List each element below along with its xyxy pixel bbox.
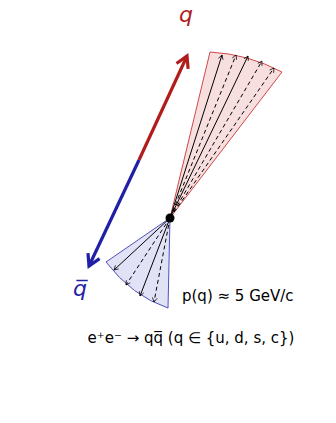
quark-label: q — [179, 2, 193, 28]
jet-tracks — [114, 218, 170, 302]
antiquark-arrow — [89, 160, 139, 266]
antiquark-label-anchor: q̅ — [73, 276, 87, 302]
momentum-label: p(q) ≈ 5 GeV/c — [182, 287, 294, 305]
jet-cone — [106, 218, 170, 308]
quark-label-anchor: q — [179, 2, 193, 28]
jet-tracks — [170, 55, 274, 218]
process-label: e⁺e⁻ → qq̅ (q ∈ {u, d, s, c}) — [88, 329, 295, 347]
vertex-dot — [166, 214, 175, 223]
jet-cone — [170, 52, 282, 218]
antiquark-label: q̅ — [73, 276, 87, 302]
quark-arrow — [139, 56, 187, 160]
momentum-label-anchor: p(q) ≈ 5 GeV/c — [182, 286, 294, 305]
process-label-anchor: e⁺e⁻ → qq̅ (q ∈ {u, d, s, c}) — [88, 328, 295, 347]
